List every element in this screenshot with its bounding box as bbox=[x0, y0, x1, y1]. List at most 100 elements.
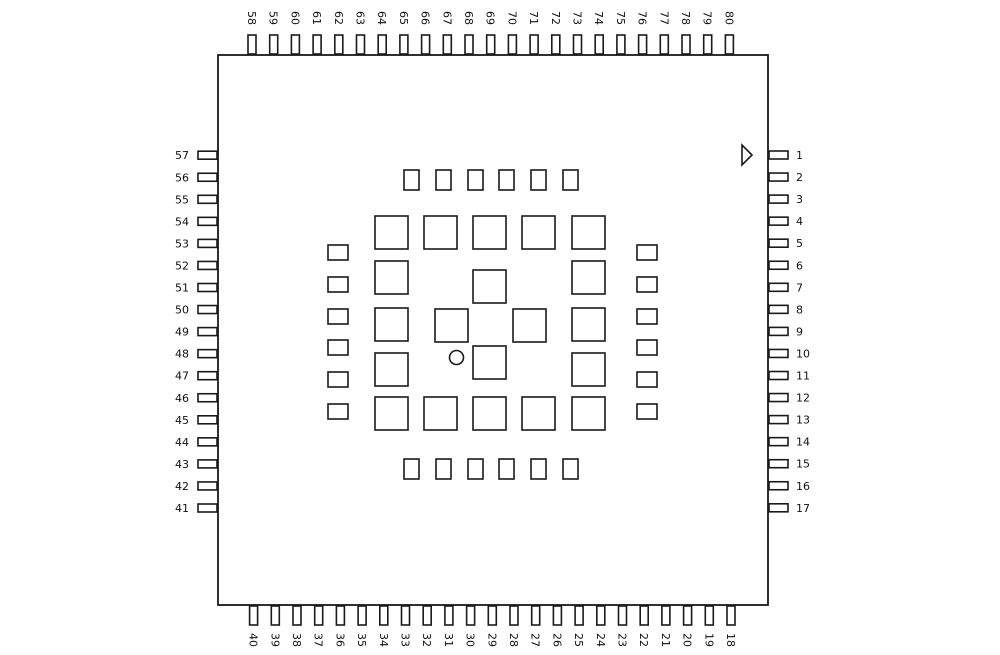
large-pad-27 bbox=[423, 215, 458, 250]
pin-1 bbox=[768, 150, 789, 160]
pin-label-55: 55 bbox=[175, 193, 189, 206]
pin-78 bbox=[681, 34, 691, 55]
large-pad-43 bbox=[512, 308, 547, 343]
pin-55 bbox=[197, 194, 218, 205]
pin-49 bbox=[197, 326, 218, 337]
pin-label-35: 35 bbox=[355, 633, 368, 647]
pin-label-13: 13 bbox=[796, 414, 810, 427]
pin-label-73: 73 bbox=[571, 11, 584, 25]
large-pad-38 bbox=[571, 307, 606, 342]
pin-label-54: 54 bbox=[175, 215, 189, 228]
pin-48 bbox=[197, 348, 218, 359]
pin-30 bbox=[465, 605, 476, 626]
pin-label-43: 43 bbox=[175, 458, 189, 471]
pin-74 bbox=[594, 34, 605, 55]
pin-57 bbox=[197, 150, 218, 160]
small-pad-17 bbox=[327, 308, 349, 325]
pin-label-72: 72 bbox=[549, 11, 562, 25]
pin-8 bbox=[768, 304, 789, 315]
pin-5 bbox=[768, 238, 789, 248]
pin-34 bbox=[378, 605, 389, 626]
large-pad-39 bbox=[374, 352, 409, 387]
pin-21 bbox=[661, 605, 671, 626]
pin-72 bbox=[550, 34, 561, 55]
pin-label-7: 7 bbox=[796, 281, 803, 294]
pin-label-31: 31 bbox=[442, 633, 455, 647]
pin-label-9: 9 bbox=[796, 325, 803, 338]
pin-label-4: 4 bbox=[796, 215, 803, 228]
small-pad-7 bbox=[498, 169, 515, 191]
pin-label-12: 12 bbox=[796, 392, 810, 405]
pin-18 bbox=[726, 605, 736, 626]
large-pad-41 bbox=[472, 269, 507, 304]
pin-label-42: 42 bbox=[175, 480, 189, 493]
pin-33 bbox=[400, 605, 411, 626]
pin-label-40: 40 bbox=[247, 633, 260, 647]
pin-label-47: 47 bbox=[175, 370, 189, 383]
pin-19 bbox=[704, 605, 715, 626]
large-pad-30 bbox=[472, 396, 507, 431]
small-pad-9 bbox=[530, 169, 547, 191]
large-pad-42 bbox=[434, 308, 469, 343]
pin-39 bbox=[270, 605, 281, 626]
pin-70 bbox=[507, 34, 518, 55]
top-pin-row bbox=[247, 34, 735, 55]
pin-label-10: 10 bbox=[796, 347, 810, 360]
pin-40 bbox=[248, 605, 259, 626]
pin-10 bbox=[768, 348, 789, 359]
pin-38 bbox=[292, 605, 302, 626]
small-pad-22 bbox=[636, 371, 658, 388]
pin-52 bbox=[197, 260, 218, 271]
pin-51 bbox=[197, 282, 218, 293]
pin-label-29: 29 bbox=[485, 633, 498, 647]
pin-label-26: 26 bbox=[550, 633, 563, 647]
small-pad-14 bbox=[636, 244, 658, 261]
pin-label-34: 34 bbox=[377, 633, 390, 647]
pin-label-44: 44 bbox=[175, 436, 189, 449]
pin-6 bbox=[768, 260, 789, 271]
pin-label-39: 39 bbox=[268, 633, 281, 647]
pin-68 bbox=[464, 34, 474, 55]
pin-label-22: 22 bbox=[637, 633, 650, 647]
pin-77 bbox=[659, 34, 670, 55]
small-pad-18 bbox=[636, 308, 658, 325]
pin-label-38: 38 bbox=[290, 633, 303, 647]
pin-label-3: 3 bbox=[796, 193, 803, 206]
pin-60 bbox=[290, 34, 301, 55]
pin-label-41: 41 bbox=[175, 502, 189, 515]
small-pad-5 bbox=[467, 169, 484, 191]
pin-label-2: 2 bbox=[796, 171, 803, 184]
pin-label-75: 75 bbox=[614, 11, 627, 25]
pin-label-15: 15 bbox=[796, 458, 810, 471]
pin-80 bbox=[724, 34, 735, 55]
small-pad-10 bbox=[530, 458, 547, 480]
pin-label-64: 64 bbox=[375, 11, 388, 25]
pin-47 bbox=[197, 370, 218, 381]
pin-label-5: 5 bbox=[796, 237, 803, 250]
orientation-mark-icon bbox=[448, 349, 465, 366]
pin-12 bbox=[768, 392, 789, 403]
large-pad-29 bbox=[472, 215, 507, 250]
bottom-pin-row bbox=[248, 605, 736, 626]
small-pad-3 bbox=[435, 169, 452, 191]
small-pad-24 bbox=[636, 403, 658, 420]
pin-69 bbox=[485, 34, 496, 55]
pin-42 bbox=[197, 481, 218, 491]
pin-label-30: 30 bbox=[464, 633, 477, 647]
pin-75 bbox=[616, 34, 626, 55]
pin-label-67: 67 bbox=[440, 11, 453, 25]
pin-label-36: 36 bbox=[333, 633, 346, 647]
pin-31 bbox=[444, 605, 454, 626]
pin-20 bbox=[682, 605, 693, 626]
pin-label-50: 50 bbox=[175, 304, 189, 317]
pin-37 bbox=[313, 605, 324, 626]
small-pad-21 bbox=[327, 371, 349, 388]
small-pad-23 bbox=[327, 403, 349, 420]
pin-label-71: 71 bbox=[527, 11, 540, 25]
large-pad-33 bbox=[571, 215, 606, 250]
pin-label-19: 19 bbox=[702, 633, 715, 647]
pin-26 bbox=[552, 605, 563, 626]
pin-43 bbox=[197, 459, 218, 469]
pin-label-53: 53 bbox=[175, 237, 189, 250]
pin-label-17: 17 bbox=[796, 502, 810, 515]
